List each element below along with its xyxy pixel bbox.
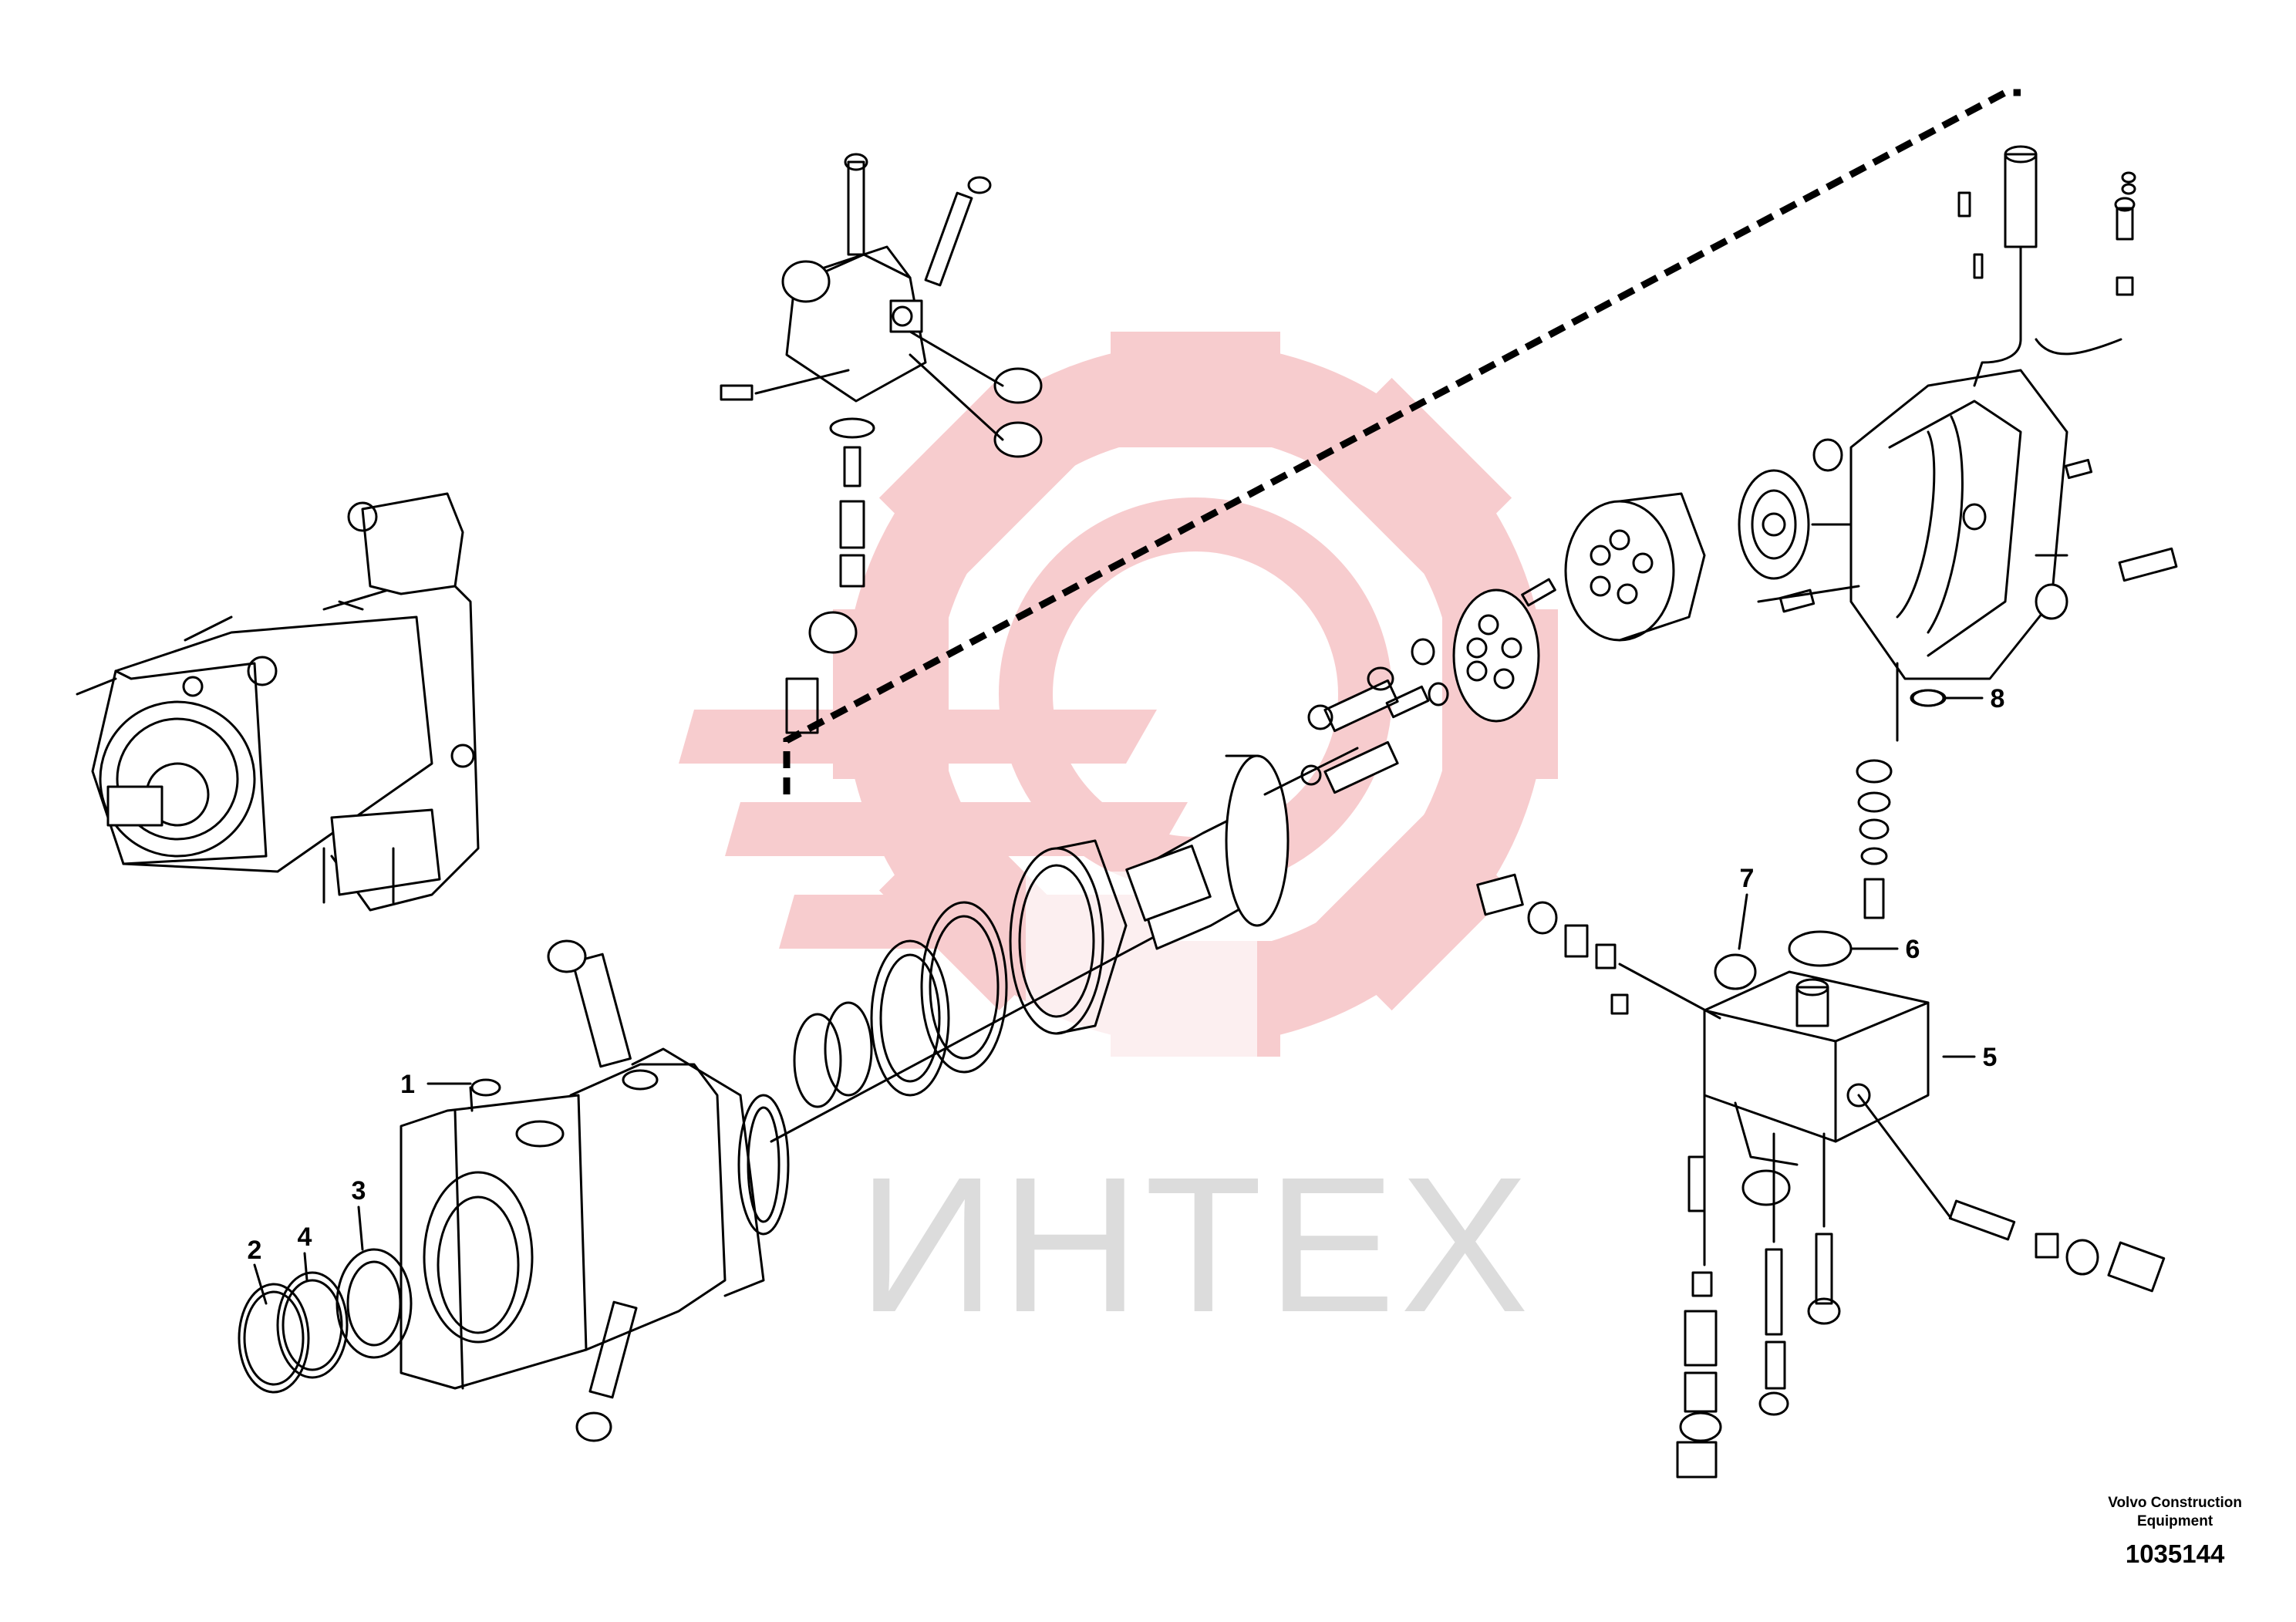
- dashed-hose-line: [783, 89, 2021, 794]
- bearing-stack-illustration: [770, 839, 1220, 1143]
- drive-shaft-illustration: [1125, 747, 1359, 950]
- seal-rings-illustration: [238, 1248, 413, 1394]
- callout-2: 2: [248, 1236, 262, 1265]
- diagram-number: 1035144: [2125, 1539, 2225, 1568]
- valve-plate-illustration: [1738, 469, 1899, 580]
- callout-5: 5: [1983, 1043, 1998, 1072]
- callout-1: 1: [400, 1070, 415, 1099]
- callout-3: 3: [352, 1176, 366, 1206]
- callout-4: 4: [298, 1222, 312, 1252]
- credit-company-line2: Equipment: [2137, 1513, 2213, 1529]
- assembled-motor-illustration: [76, 492, 480, 912]
- callout-6: 6: [1906, 935, 1920, 964]
- valve-block-illustration: [1476, 873, 2166, 1479]
- motor-housing-illustration: [400, 939, 790, 1442]
- diagram-credit: Volvo Construction Equipment 1035144: [2108, 1494, 2242, 1571]
- port-cover-illustration: [1757, 369, 2178, 919]
- callout-8: 8: [1991, 684, 2005, 713]
- pistons-illustration: [1300, 638, 1449, 794]
- callout-7: 7: [1740, 864, 1755, 893]
- control-tube-illustration: [1957, 145, 2136, 387]
- retaining-plate-illustration: [1452, 578, 1556, 723]
- credit-company-line1: Volvo Construction: [2108, 1495, 2242, 1511]
- control-valve-illustration: [720, 153, 1043, 734]
- parts-line-art: [76, 145, 2178, 1479]
- watermark-text: ИНТЕХ: [858, 1137, 1533, 1352]
- callout-leaders: [253, 689, 1984, 1305]
- cylinder-block-illustration: [1564, 492, 1706, 642]
